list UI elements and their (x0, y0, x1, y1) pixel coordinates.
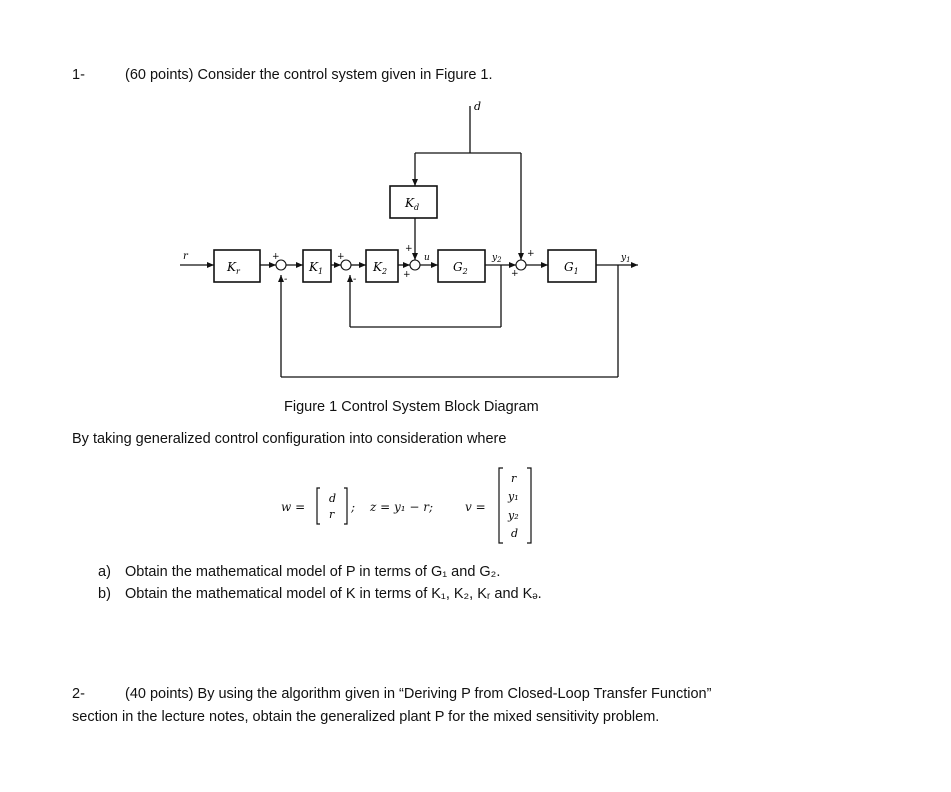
k1-block (302, 249, 332, 283)
g2-label: G2 (453, 260, 468, 276)
part-a-text: Obtain the mathematical model of P in te… (125, 564, 501, 580)
kr-block (213, 249, 261, 283)
figure-caption: Figure 1 Control System Block Diagram (284, 399, 539, 415)
v-bracket-left (498, 467, 503, 544)
w-vector-entry-r: r (329, 508, 335, 521)
v-vector: r y₁ y₂ d (498, 467, 532, 544)
g1-label: G1 (564, 260, 579, 276)
w-label: w = (281, 500, 306, 514)
sign-plus-3a: + (405, 244, 413, 254)
summing-junction-1 (275, 259, 287, 271)
part-b-label: b) (98, 586, 111, 602)
intro-text: By taking generalized control configurat… (72, 431, 507, 447)
part-b-text: Obtain the mathematical model of K in te… (125, 586, 542, 602)
summing-junction-2 (340, 259, 352, 271)
block-diagram: Kr K1 K2 G2 G1 Kd r d u y2 y1 + - + - + … (180, 100, 638, 378)
k2-block (365, 249, 399, 283)
w-bracket-right (344, 487, 348, 525)
summing-junction-3 (409, 259, 421, 271)
k2-label: K2 (372, 260, 387, 276)
summing-junction-4 (515, 259, 527, 271)
w-bracket-left (316, 487, 320, 525)
sign-plus-1: + (272, 252, 280, 262)
v-vector-entry-y1: y₁ (507, 490, 519, 503)
problem-1-number: 1- (72, 67, 85, 83)
problem-2-line-1: (40 points) By using the algorithm given… (125, 686, 712, 702)
v-vector-entry-y2: y₂ (507, 509, 519, 522)
r-signal-label: r (183, 251, 189, 262)
kr-label: Kr (226, 260, 241, 276)
y1-signal-label: y1 (620, 253, 631, 264)
y2-signal-label: y2 (491, 253, 502, 264)
problem-2-line-2: section in the lecture notes, obtain the… (72, 709, 660, 725)
sign-plus-4b: + (511, 269, 519, 279)
problem-1-statement: (60 points) Consider the control system … (125, 67, 493, 83)
sign-plus-4a: + (527, 249, 535, 259)
w-separator: ; (351, 500, 356, 514)
d-signal-label: d (474, 100, 481, 113)
kd-label: Kd (404, 196, 419, 212)
z-equation: z = y₁ − r; (370, 500, 434, 514)
sign-minus-2: - (353, 274, 357, 285)
v-bracket-right (527, 467, 532, 544)
w-vector-entry-d: d (329, 492, 336, 505)
v-vector-entry-r: r (511, 472, 517, 485)
sign-plus-2: + (337, 252, 345, 262)
u-signal-label: u (424, 253, 430, 263)
sign-minus-1: - (284, 274, 288, 285)
w-vector: d r (316, 487, 348, 525)
g2-block (437, 249, 486, 283)
k1-label: K1 (308, 260, 323, 276)
kd-block (389, 185, 438, 219)
g1-block (547, 249, 597, 283)
v-vector-entry-d: d (511, 527, 518, 540)
problem-2-number: 2- (72, 686, 85, 702)
sign-plus-3b: + (403, 270, 411, 280)
part-a-label: a) (98, 564, 111, 580)
v-label: v = (465, 500, 486, 514)
